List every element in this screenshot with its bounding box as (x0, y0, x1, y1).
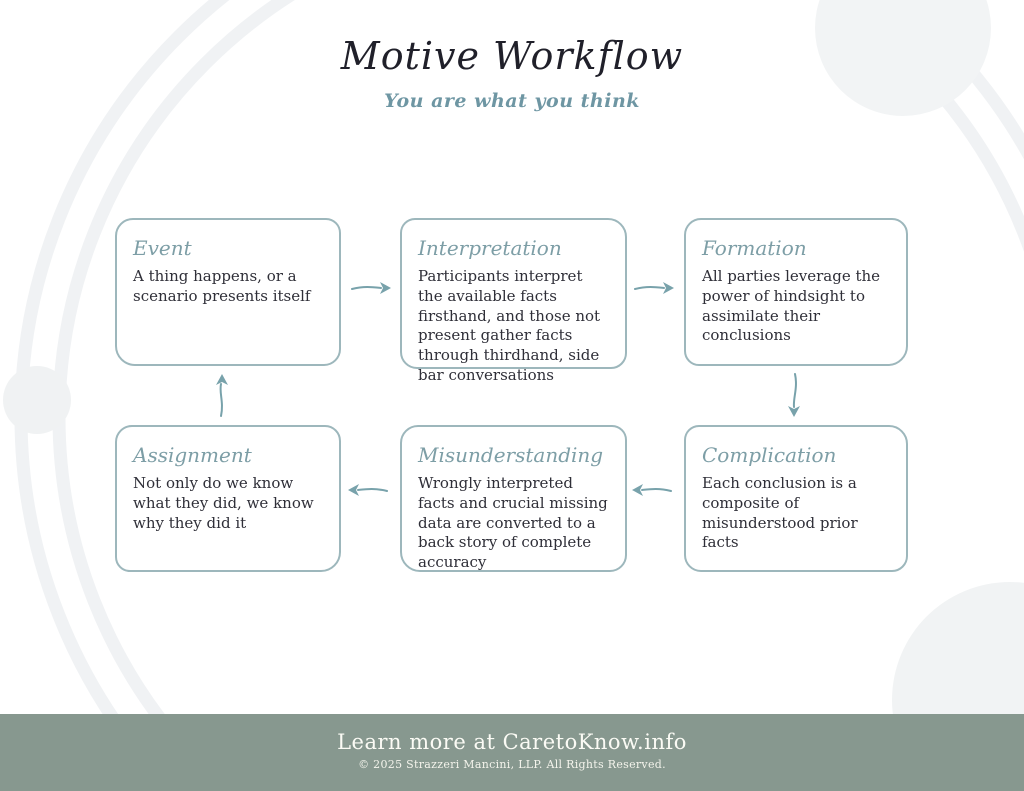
page-subtitle: You are what you think (384, 90, 640, 112)
box-assignment-body: Not only do we know what they did, we kn… (133, 474, 314, 532)
box-interpretation-title: Interpretation (418, 236, 562, 260)
box-event-body: A thing happens, or a scenario presents … (133, 267, 311, 305)
footer: Learn more at CaretoKnow.info © 2025 Str… (0, 714, 1024, 791)
box-interpretation: Interpretation Participants interpret th… (400, 218, 627, 384)
box-event-title: Event (133, 236, 192, 260)
box-event: Event A thing happens, or a scenario pre… (115, 218, 341, 366)
arrow-misunderstanding-to-assignment-icon (348, 484, 388, 496)
box-misunderstanding: Misunderstanding Wrongly interpreted fac… (400, 425, 627, 572)
box-misunderstanding-body: Wrongly interpreted facts and crucial mi… (418, 474, 608, 572)
arrow-assignment-to-event-icon (216, 374, 228, 417)
box-assignment-title: Assignment (133, 443, 252, 467)
arrow-formation-to-complication-icon (788, 373, 800, 417)
box-assignment: Assignment Not only do we know what they… (115, 425, 341, 572)
box-interpretation-body: Participants interpret the available fac… (418, 267, 601, 384)
box-formation-title: Formation (702, 236, 807, 260)
page-title: Motive Workflow (340, 34, 684, 78)
footer-copyright-text: © 2025 Strazzeri Mancini, LLP. All Right… (358, 758, 666, 771)
box-complication-body: Each conclusion is a composite of misund… (702, 474, 858, 552)
box-complication-title: Complication (702, 443, 837, 467)
arrow-complication-to-misunderstanding-icon (632, 484, 672, 496)
box-complication: Complication Each conclusion is a compos… (684, 425, 908, 572)
box-misunderstanding-title: Misunderstanding (418, 443, 604, 467)
arrow-event-to-interpretation-icon (351, 282, 391, 294)
footer-learn-more-text: Learn more at CaretoKnow.info (337, 730, 687, 754)
box-formation-body: All parties leverage the power of hindsi… (702, 267, 881, 345)
arrow-interpretation-to-formation-icon (634, 282, 674, 294)
box-formation: Formation All parties leverage the power… (684, 218, 908, 366)
